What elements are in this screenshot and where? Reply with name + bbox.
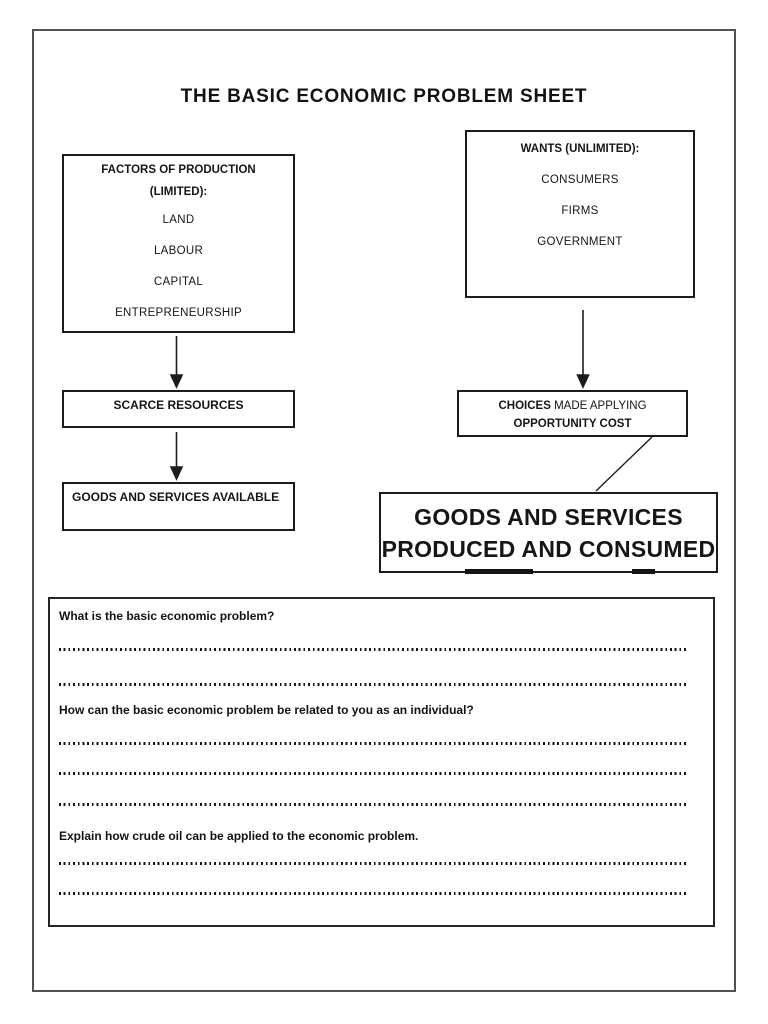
wants-item-government: GOVERNMENT (537, 236, 623, 248)
answer-line-4 (59, 772, 687, 775)
choices-line2: OPPORTUNITY COST (513, 418, 632, 430)
wants-box: WANTS (UNLIMITED): CONSUMERS FIRMS GOVER… (465, 130, 695, 298)
answer-line-2 (59, 683, 687, 686)
scarce-resources-box: SCARCE RESOURCES (62, 390, 295, 428)
page-title: THE BASIC ECONOMIC PROBLEM SHEET (180, 86, 588, 107)
answer-line-6 (59, 862, 687, 865)
question-2: How can the basic economic problem be re… (59, 703, 474, 717)
factors-item-land: LAND (162, 214, 195, 226)
questions-box: What is the basic economic problem? How … (48, 597, 715, 927)
goods-services-available-box: GOODS AND SERVICES AVAILABLE (62, 482, 295, 531)
question-1: What is the basic economic problem? (59, 609, 275, 623)
question-3: Explain how crude oil can be applied to … (59, 829, 419, 843)
scarce-resources-label: SCARCE RESOURCES (113, 398, 244, 412)
factors-of-production-box: FACTORS OF PRODUCTION (LIMITED): LAND LA… (62, 154, 295, 333)
choices-line1-bold: CHOICES (498, 400, 551, 412)
underline-artifact-right (632, 569, 655, 574)
factors-heading-line2: (LIMITED): (149, 186, 208, 198)
goods-produced-consumed-box: GOODS AND SERVICES PRODUCED AND CONSUMED (379, 492, 718, 573)
wants-heading: WANTS (UNLIMITED): (520, 143, 640, 155)
answer-line-1 (59, 648, 687, 651)
choices-line1-rest: MADE APPLYING (550, 400, 647, 412)
wants-item-firms: FIRMS (561, 205, 599, 217)
answer-line-3 (59, 742, 687, 745)
produced-line1: GOODS AND SERVICES (414, 504, 683, 530)
answer-line-7 (59, 892, 687, 895)
choices-opportunity-cost-box: CHOICES MADE APPLYING OPPORTUNITY COST (457, 390, 688, 437)
factors-item-capital: CAPITAL (153, 276, 204, 288)
factors-item-entrepreneurship: ENTREPRENEURSHIP (115, 307, 242, 319)
factors-heading-line1: FACTORS OF PRODUCTION (101, 164, 256, 176)
answer-line-5 (59, 803, 687, 806)
factors-item-labour: LABOUR (153, 245, 204, 257)
goods-services-available-label: GOODS AND SERVICES AVAILABLE (72, 490, 280, 504)
wants-item-consumers: CONSUMERS (541, 174, 619, 186)
produced-line2: PRODUCED AND CONSUMED (381, 536, 716, 562)
underline-artifact-left (465, 569, 533, 574)
choices-line1: CHOICES MADE APPLYING (459, 399, 686, 413)
